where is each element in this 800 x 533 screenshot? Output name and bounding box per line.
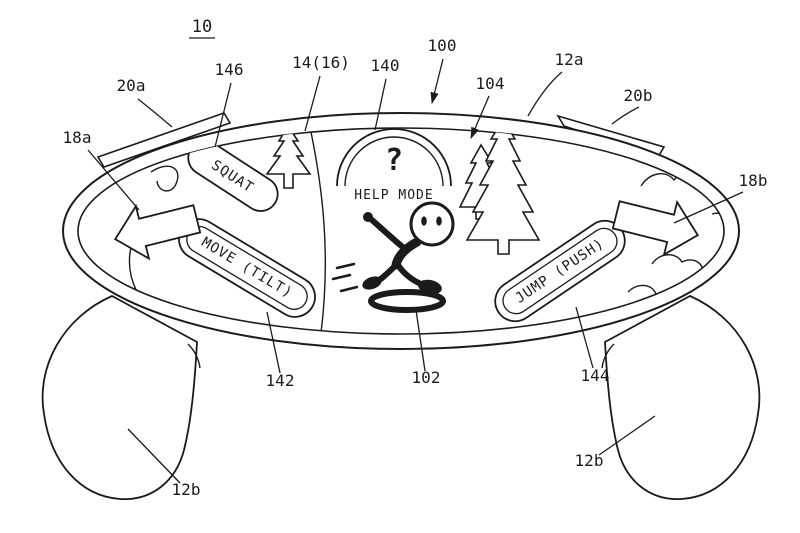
- leader-line-140: [374, 78, 387, 131]
- character-arm: [369, 217, 408, 252]
- ref-label-18b: 18b: [739, 171, 768, 190]
- ref-label-100: 100: [428, 36, 457, 55]
- top-rail-20a: [96, 112, 232, 168]
- character-back-shoe: [362, 276, 382, 290]
- ref-label-142: 142: [266, 371, 295, 390]
- leader-line-12b-right: [598, 415, 656, 456]
- help-dome: ? HELP MODE: [336, 128, 452, 203]
- leader-line-146: [214, 82, 232, 148]
- leader-line-20b: [611, 106, 640, 125]
- ref-label-144: 144: [581, 366, 610, 385]
- ref-label-104: 104: [476, 74, 505, 93]
- character-front-shoe: [418, 279, 442, 295]
- ref-label-140: 140: [371, 56, 400, 75]
- right-grip: [604, 294, 761, 500]
- leader-line-102: [415, 309, 426, 372]
- leader-line-12b-left: [127, 428, 181, 484]
- ref-label-102: 102: [412, 368, 441, 387]
- help-dome-outer-arc: [336, 128, 452, 187]
- motion-dash: [339, 285, 359, 293]
- leader-line-142: [266, 311, 281, 374]
- leader-line-20a: [137, 98, 173, 128]
- terrain-curve: [310, 131, 326, 334]
- character-fist: [363, 212, 373, 222]
- motion-dash: [335, 262, 356, 270]
- ref-label-20b: 20b: [624, 86, 653, 105]
- leader-line-18a: [87, 149, 140, 211]
- ref-label-12b-left: 12b: [172, 480, 201, 499]
- leader-line-100: [430, 58, 444, 105]
- leader-line-12a: [527, 71, 563, 117]
- ref-label-18a: 18a: [63, 128, 92, 147]
- foliage-scribble: [627, 284, 657, 295]
- figure-title: 10: [192, 17, 212, 37]
- running-character: [331, 201, 455, 313]
- pine-tree-left: [265, 128, 312, 189]
- ref-label-20a: 20a: [117, 76, 146, 95]
- swirl-curve: [150, 165, 179, 192]
- leader-line-14-16: [304, 75, 321, 132]
- character-torso: [391, 237, 422, 270]
- ref-label-14-16: 14(16): [292, 53, 350, 72]
- left-arrow-18a: [113, 203, 202, 261]
- ref-label-146: 146: [215, 60, 244, 79]
- motion-dash: [331, 273, 352, 281]
- leader-line-18b: [673, 191, 744, 224]
- ref-label-12b-right: 12b: [575, 451, 604, 470]
- pine-tree-right-front: [465, 128, 541, 255]
- leader-line-144: [575, 306, 594, 369]
- question-mark-icon: ?: [385, 143, 403, 178]
- character-eye-right: [436, 216, 442, 226]
- left-grip-fold-line: [187, 343, 201, 369]
- ref-label-12a: 12a: [555, 50, 584, 69]
- right-arrow-18b: [611, 199, 700, 257]
- character-eye-left: [421, 216, 427, 226]
- right-grip-fold-line: [601, 343, 615, 369]
- shadow-ellipse: [368, 289, 446, 313]
- help-mode-label: HELP MODE: [354, 188, 433, 203]
- left-grip: [41, 294, 198, 500]
- character-head: [409, 201, 455, 247]
- leader-line-104: [470, 95, 490, 140]
- help-dome-inner-arc: [344, 136, 444, 187]
